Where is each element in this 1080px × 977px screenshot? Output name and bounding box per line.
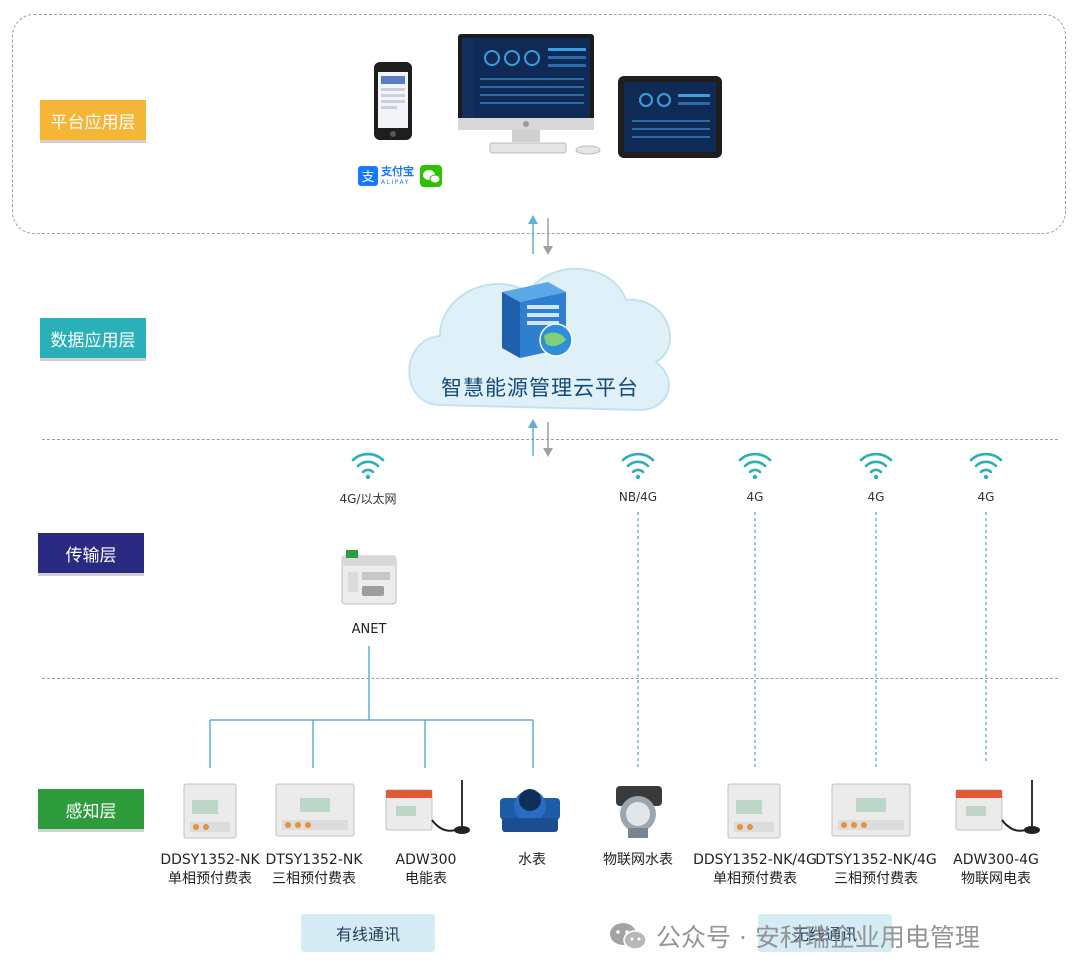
device-model: DTSY1352-NK [265,852,363,868]
gateway-label: ANET [351,622,387,637]
single-phase-4g-meter-icon [727,783,781,839]
single-phase-meter-icon [183,783,237,839]
device-model: DDSY1352-NK/4G [693,852,817,868]
wechat-logo-icon [420,165,442,187]
wired-comm-label: 有线通讯 [301,914,435,952]
uplink-arrows-top [528,215,553,255]
iot-energy-meter-antenna-icon [955,780,1040,834]
network-label: 4G [977,490,995,504]
watermark-text: 公众号 · 安科瑞企业用电管理 [656,923,980,952]
wireless-comm-label: 无线通讯 [758,914,892,952]
separator-data-transport [42,439,1058,440]
device-type: 三相预付费表 [272,871,356,887]
tablet-icon [618,76,722,158]
alipay-en: ALIPAY [381,179,410,186]
wechat-watermark-icon [610,923,647,950]
device-model: 水表 [518,852,546,868]
network-label: 4G [867,490,885,504]
uplink-arrows-bottom [528,419,553,457]
layer-label-perception: 感知层 [38,789,144,829]
alipay-cn: 支付宝 [381,165,414,178]
watermark: 公众号 · 安科瑞企业用电管理 [608,918,980,954]
wifi-icon [621,452,655,480]
alipay-text: 支付宝 ALIPAY [381,166,414,188]
device-label: 物联网水表 [588,851,688,870]
device-model: ADW300-4G [953,852,1039,868]
alipay-logo: 支 [358,166,378,186]
network-label: NB/4G [618,490,658,504]
server-icon [502,282,573,358]
device-model: DDSY1352-NK [160,852,260,868]
network-label: 4G [746,490,764,504]
anet-gateway-icon [341,550,397,605]
device-type: 电能表 [405,871,447,887]
device-type: 物联网电表 [961,871,1031,887]
wired-bus [209,646,534,768]
layer-label-platform: 平台应用层 [40,100,146,140]
device-label: 水表 [492,851,572,870]
water-meter-icon [500,789,560,832]
iot-water-meter-icon [616,786,662,838]
wifi-icon [351,452,385,480]
layer-label-data: 数据应用层 [40,318,146,358]
layer-label-transport: 传输层 [38,533,144,573]
device-model: DTSY1352-NK/4G [815,852,937,868]
wifi-icon [969,452,1003,480]
smartphone-icon [374,62,412,140]
cloud-platform-title: 智慧能源管理云平台 [441,376,639,400]
platform-layer-frame [12,14,1066,234]
network-label: 4G/以太网 [339,492,397,506]
device-model: 物联网水表 [603,852,673,868]
wifi-icon [738,452,772,480]
device-type: 单相预付费表 [713,871,797,887]
wireless-links [637,512,987,768]
three-phase-meter-icon [275,783,355,837]
svg-text:支: 支 [361,170,374,185]
device-label: DTSY1352-NK 三相预付费表 [256,851,372,889]
desktop-monitor-icon [458,34,601,155]
device-type: 单相预付费表 [168,871,252,887]
device-label: DDSY1352-NK/4G 单相预付费表 [692,851,818,889]
device-label: DDSY1352-NK 单相预付费表 [150,851,270,889]
energy-meter-antenna-icon [385,780,470,834]
wifi-icon [859,452,893,480]
device-label: ADW300-4G 物联网电表 [940,851,1052,889]
device-label: ADW300 电能表 [386,851,466,889]
three-phase-4g-meter-icon [831,783,911,837]
device-type: 三相预付费表 [834,871,918,887]
device-model: ADW300 [395,852,457,868]
separator-transport-perception [42,678,1058,679]
device-label: DTSY1352-NK/4G 三相预付费表 [814,851,938,889]
